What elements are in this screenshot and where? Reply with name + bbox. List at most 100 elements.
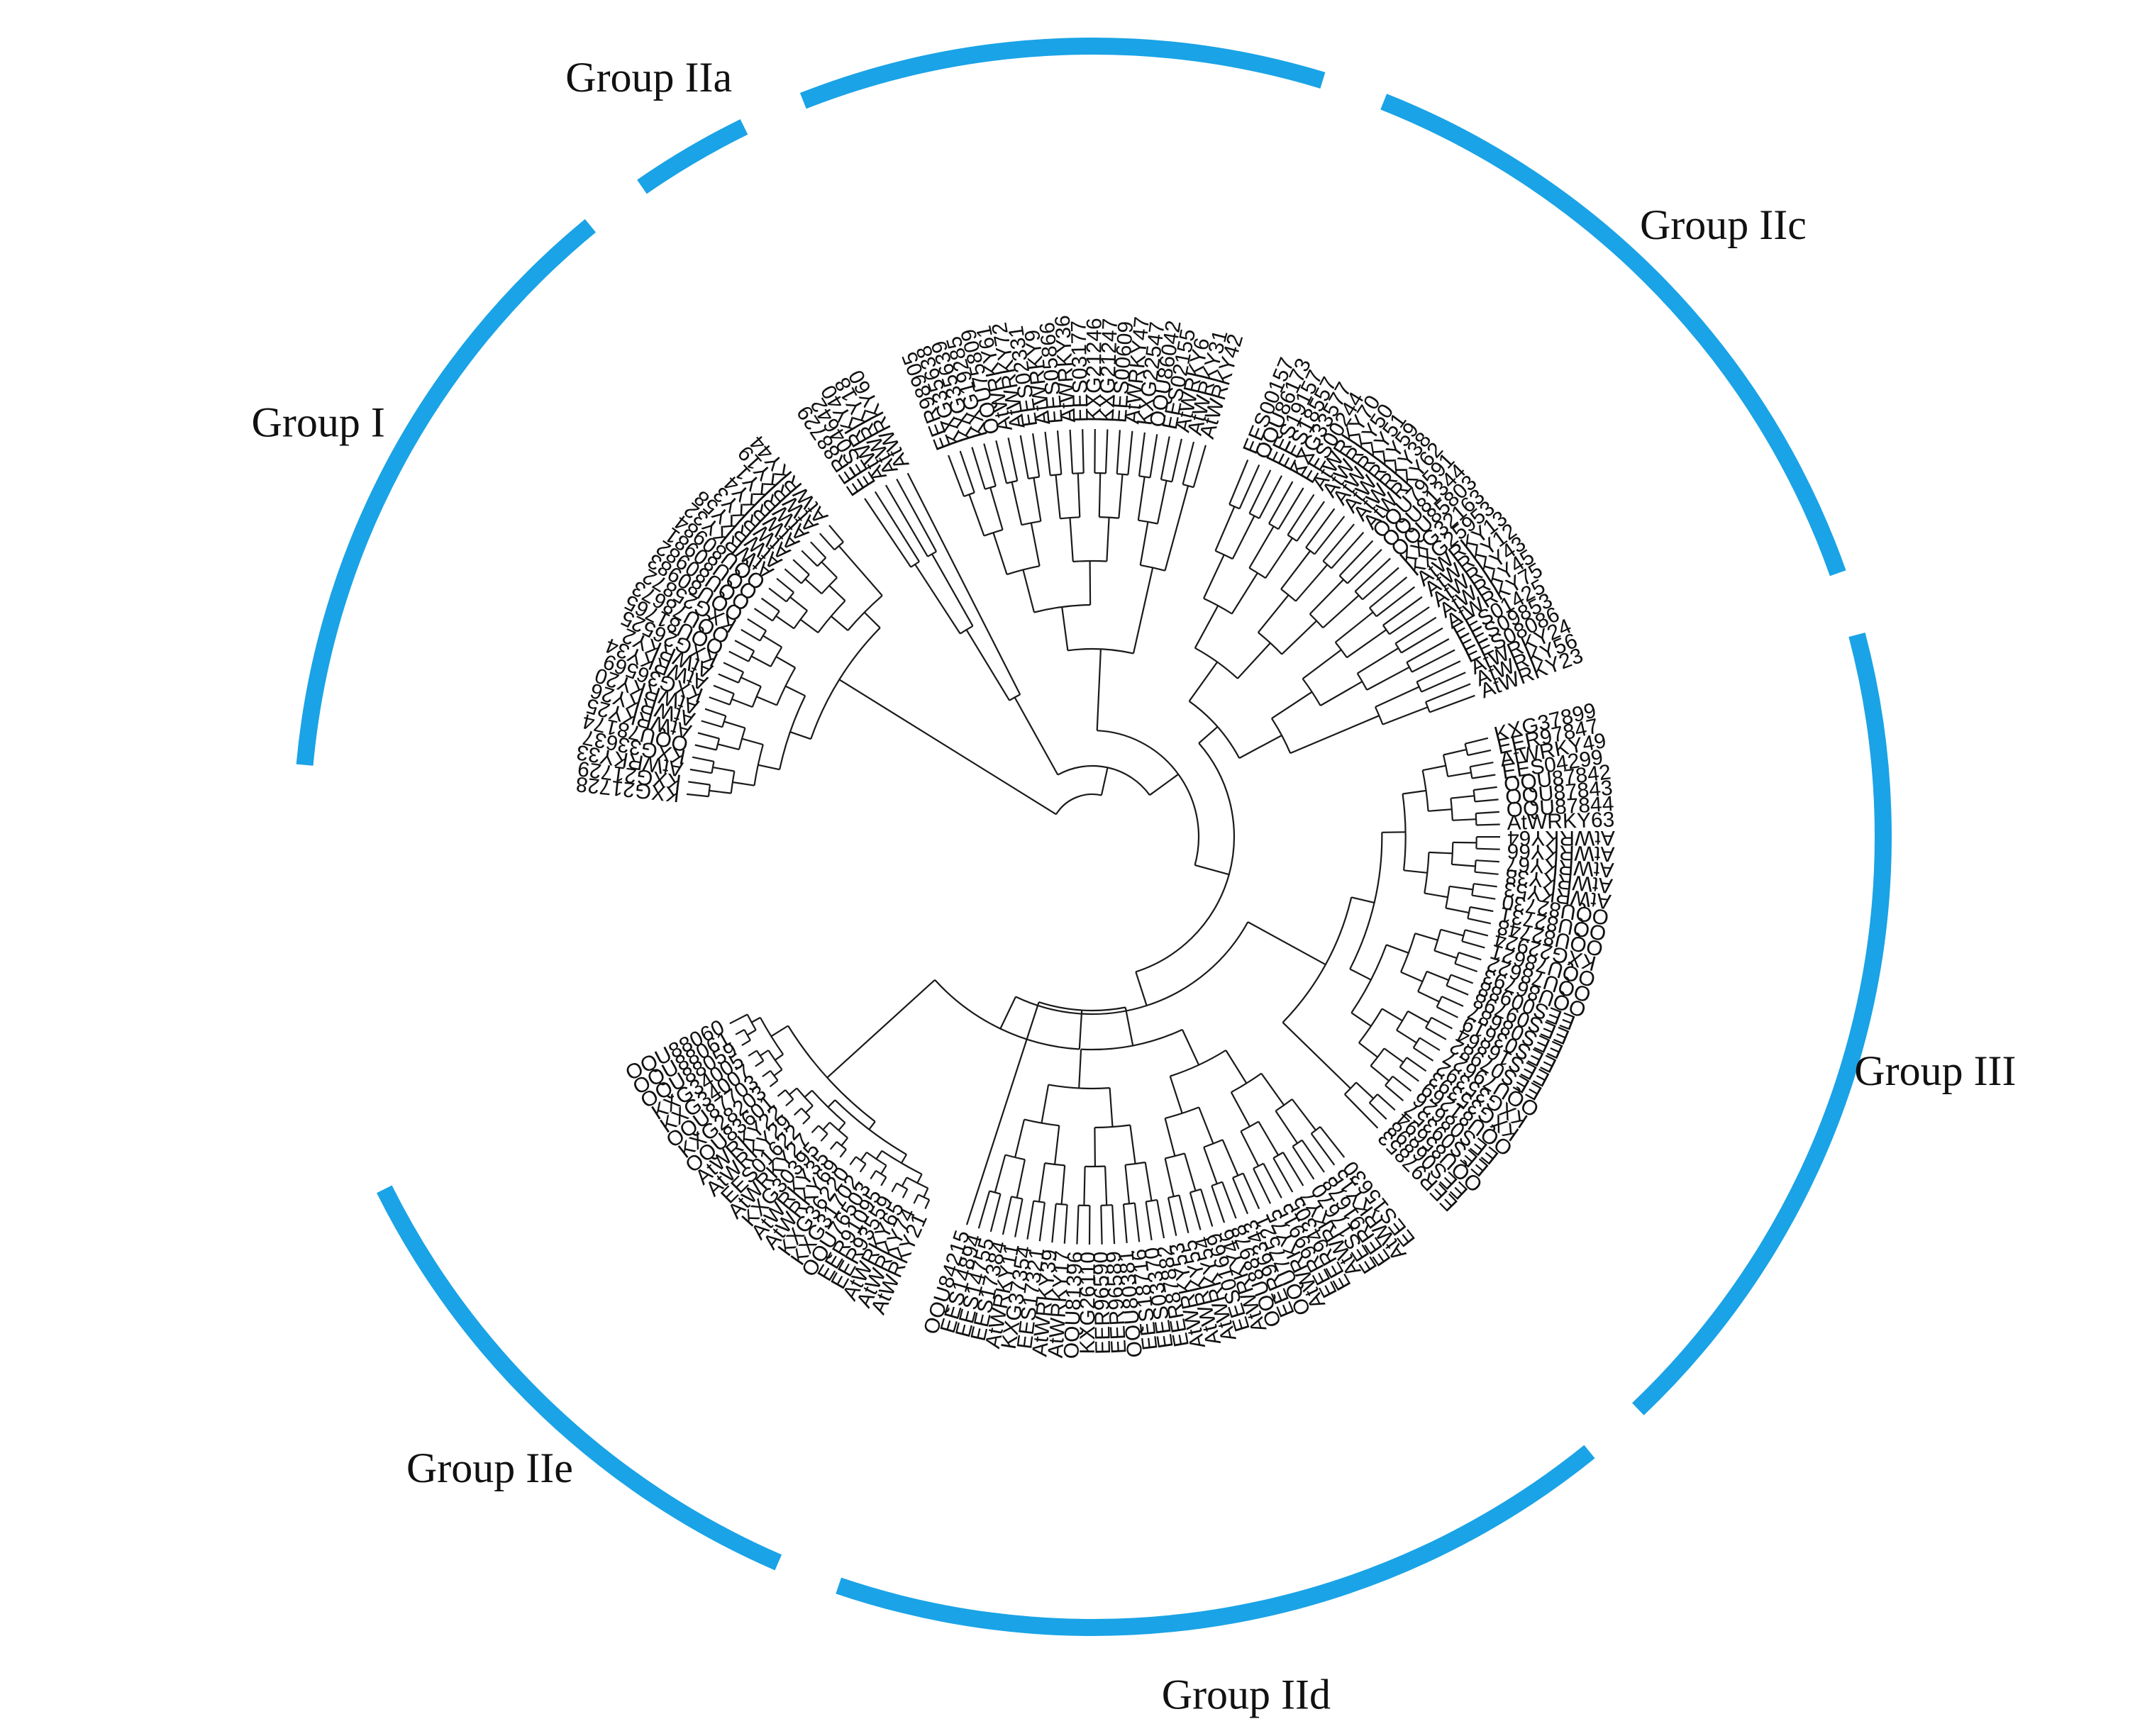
branch [1054,1125,1060,1165]
branch [1349,968,1372,981]
branch [971,447,986,490]
branch [1369,577,1408,609]
branch-node [1094,1124,1131,1129]
branch [1475,799,1499,803]
branch [1280,550,1311,590]
branch [747,618,767,632]
group-iid-label: Group IId [1162,1671,1331,1718]
branch [1238,464,1260,509]
branch [1396,1029,1417,1044]
branch [1331,531,1365,569]
branch [1061,606,1069,651]
branch [1178,1195,1189,1234]
branch-node [1194,647,1238,679]
branch [822,1121,831,1130]
backbone-branch [1194,864,1230,876]
branch-node [1471,884,1475,896]
branch [1357,647,1399,674]
branch [1144,1162,1153,1201]
branch [1385,1084,1404,1101]
branch [1413,1047,1434,1062]
branch [784,685,806,697]
backbone-branch [1198,726,1219,744]
branch [1094,1127,1096,1167]
branch [776,577,794,594]
branch [1169,1076,1183,1114]
branch [1451,863,1476,867]
branch [831,616,849,631]
branch [1386,944,1409,954]
branch [1309,579,1344,615]
backbone-node [1015,921,1249,1016]
branch [838,1122,846,1131]
branch-node [1467,906,1471,919]
branch [751,1016,761,1023]
branch [1282,1022,1351,1089]
branch [1181,1029,1200,1066]
branch [902,1189,909,1198]
branch-node [787,1025,876,1123]
branch [994,1154,1006,1193]
branch [686,793,709,798]
branch [995,440,1008,484]
branch-node [906,1176,928,1189]
branch [1118,474,1124,518]
branch-node [759,1017,784,1055]
branch [914,564,961,635]
leaf-label: EER96590 [1089,1251,1115,1354]
branch [1164,485,1189,571]
branch [1475,871,1499,875]
branch [1368,1102,1387,1120]
branch [1406,638,1450,663]
branch-node [1009,694,1021,701]
branch-node [817,600,846,633]
branch [1451,795,1475,799]
branch-node [1302,678,1321,706]
branch [1392,1075,1412,1092]
branch [802,1116,811,1125]
branch [741,738,764,746]
branch [1007,438,1019,482]
group-iie-arc [377,1185,782,1571]
branch [697,732,720,740]
branch [1022,569,1036,613]
branch [913,1194,919,1204]
backbone-branch [838,679,1057,816]
branch [1132,567,1154,654]
branch [1077,473,1081,518]
branch [1002,1196,1012,1235]
branch [1382,831,1406,833]
branch-node [1344,1081,1357,1095]
branch-node [1349,832,1383,970]
branch [841,1137,848,1147]
branch [1291,1098,1316,1131]
branch-node [796,1087,814,1107]
branch [1382,596,1423,626]
branch [1194,605,1219,649]
branch [1271,691,1313,720]
branch [1014,1119,1026,1158]
branch [983,443,997,486]
branch [1231,515,1255,560]
branch [884,484,928,557]
branch [777,1089,786,1097]
branch [1104,429,1109,474]
branch [1275,1110,1299,1144]
branch [1277,487,1304,530]
branch [901,1176,908,1187]
branch [1211,1185,1226,1223]
branch-node [1475,813,1477,825]
branch [759,1050,769,1057]
branch [1468,918,1492,925]
branch [718,673,739,684]
leaf-label: KXG21247 [1095,318,1122,423]
branch [1026,1201,1035,1240]
branch [1156,480,1167,524]
branch [827,1099,836,1108]
backbone-branch [1247,921,1326,966]
branch [859,1163,867,1173]
branch [965,629,1011,701]
branch [1287,494,1315,535]
branch [1383,1047,1404,1063]
branch [1461,940,1485,949]
